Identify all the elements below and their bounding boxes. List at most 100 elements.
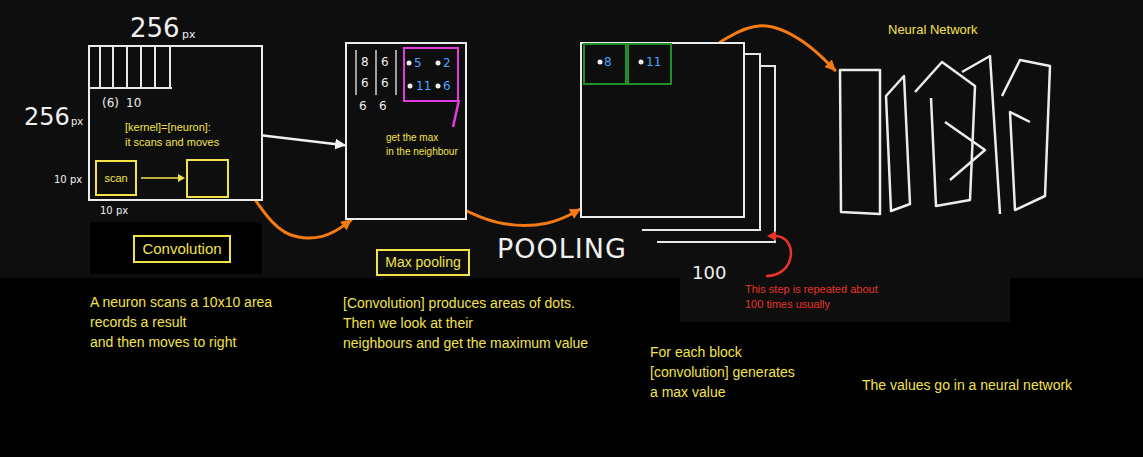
chalk-number: 100 (692, 262, 726, 284)
unit-label: px (182, 28, 196, 41)
network-layer (840, 70, 880, 214)
chalk-number: 10 (126, 96, 141, 110)
board-ground (0, 0, 1143, 278)
pooling-window: 5 2 11 6 (403, 47, 459, 102)
text-line: Neural Network (888, 22, 978, 38)
text-line: 6 (443, 79, 451, 93)
chalk-dot (639, 60, 644, 65)
box-label: Max pooling (385, 254, 461, 271)
dimension-label: 256 (24, 104, 70, 130)
dimension-label: 10 px (100, 205, 128, 217)
network-scribble (840, 56, 1050, 214)
network-layer (1002, 60, 1050, 210)
chalk-heading: POOLING (497, 234, 627, 264)
repeat-arrow (766, 236, 791, 276)
flow-arrow (256, 201, 351, 238)
pooled-cell: 11 (627, 43, 672, 85)
stacked-layer (642, 54, 760, 230)
value-number: 5 (414, 56, 422, 70)
text-line: 5 (414, 56, 422, 70)
chalk-number: 8 (361, 55, 369, 69)
text-line: 2 (443, 56, 451, 70)
text-line: 6 (381, 55, 389, 69)
text-line: 6 (379, 99, 387, 113)
text-line: Convolution (142, 240, 221, 258)
text-line: 256 (130, 14, 180, 42)
unit-label: px (71, 116, 83, 128)
value-number: 11 (416, 79, 431, 93)
chalk-dot (436, 84, 441, 89)
note-text: get the max in the neighbour (386, 131, 458, 159)
text-line: 6 (359, 99, 367, 113)
stacked-layer (657, 66, 775, 242)
text-line: The values go in a neural network (862, 375, 1072, 395)
pooled-map-box: 811100 (580, 42, 745, 218)
dimension-label: 256 (130, 14, 180, 42)
chalk-number: 6 (381, 76, 389, 90)
image-box: scan (6) 10 [kernel]=[neuron]: it scans and… (88, 45, 263, 201)
network-layer (915, 62, 975, 206)
text-line: px (71, 116, 83, 128)
value-number: 8 (604, 55, 612, 69)
text-line: 100 (692, 262, 726, 284)
text-line: This step is repeated about (745, 282, 878, 297)
text-line: 8 (604, 55, 612, 69)
chalk-dot (407, 61, 412, 66)
text-line: POOLING (497, 234, 627, 264)
network-layer (962, 56, 1000, 214)
text-line: [Convolution] produces areas of dots. (343, 293, 588, 313)
text-line: a max value (650, 382, 795, 402)
text-line: [convolution] generates (650, 362, 795, 382)
text-line: A neuron scans a 10x10 area (90, 292, 272, 312)
text-line: 11 (416, 79, 431, 93)
text-line: 10 (126, 96, 141, 110)
feature-columns (356, 50, 396, 95)
text-line: 10 px (100, 205, 128, 217)
flow-arrow (467, 209, 580, 225)
text-line: in the neighbour (386, 145, 458, 159)
text-line: get the max (386, 131, 458, 145)
scan-arrow (141, 177, 179, 179)
chalk-number: (6) (102, 96, 119, 110)
repeat-arrowhead (767, 231, 776, 241)
chalk-dot (436, 61, 441, 66)
text-line: For each block (650, 342, 795, 362)
value-number: 2 (443, 56, 451, 70)
note-text: [kernel]=[neuron]: it scans and moves (125, 120, 219, 150)
text-line: [kernel]=[neuron]: (125, 120, 219, 135)
chalk-number: 6 (359, 99, 367, 113)
kernel-box: scan (95, 160, 137, 196)
text-line: 100 times usually (745, 297, 878, 312)
value-number: 11 (646, 55, 661, 69)
scan-arrowhead (178, 174, 185, 182)
pooled-cell: 8 (583, 43, 627, 85)
chalk-dot (408, 84, 413, 89)
text-line: records a result (90, 312, 272, 332)
step-label-box: Convolution (133, 235, 231, 263)
text-line: it scans and moves (125, 135, 219, 150)
text-line: 10 px (54, 174, 82, 186)
text-line: scan (104, 172, 127, 185)
explanation-note: For each block [convolution] generates a… (650, 342, 795, 402)
board-ground (680, 278, 1010, 322)
chalk-number: 6 (379, 99, 387, 113)
text-line: neighbours and get the maximum value (343, 333, 588, 353)
text-line: px (182, 28, 196, 41)
flow-arrow (720, 26, 835, 70)
text-line: 6 (361, 76, 369, 90)
dimension-label: 10 px (54, 174, 82, 186)
repeat-note: This step is repeated about 100 times us… (745, 282, 878, 312)
text-line: (6) (102, 96, 119, 110)
kernel-next-position (187, 160, 228, 197)
text-line: 256 (24, 104, 70, 130)
explanation-note: [Convolution] produces areas of dots. Th… (343, 293, 588, 353)
text-line: and then moves to right (90, 332, 272, 352)
pooling-window-tail (453, 100, 459, 127)
text-line: Then we look at their (343, 313, 588, 333)
chalk-number: 6 (381, 55, 389, 69)
step-label-box: Max pooling (376, 249, 470, 276)
chalk-dot (598, 60, 603, 65)
feature-map-box: 52116866666get the max in the neighbour (345, 42, 467, 220)
caption-panel (90, 222, 262, 274)
kernel-strips (90, 46, 172, 88)
